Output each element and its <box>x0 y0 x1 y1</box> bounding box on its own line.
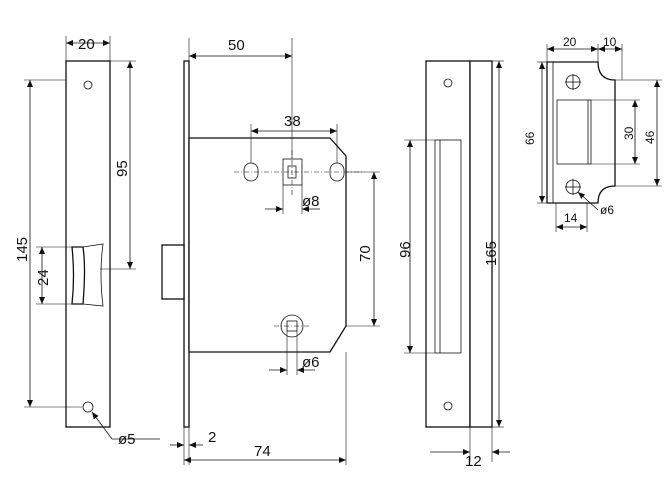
keeper-lip-label: 10 <box>603 35 617 49</box>
slot-spacing-label: 38 <box>284 113 301 130</box>
strike-bottom-hole <box>443 401 453 411</box>
strike-slot-label: 96 <box>397 241 414 258</box>
keeper-overall-label: 46 <box>643 130 657 144</box>
faceplate-height-label: 145 <box>14 237 31 262</box>
strike-body-side <box>469 60 493 428</box>
faceplate-bottom-hole <box>82 401 94 413</box>
backset-label: 50 <box>228 37 245 54</box>
spindle-square <box>282 158 303 186</box>
strike-plate-view: 96 165 12 <box>397 60 510 470</box>
lock-body-view: 50 38 ø8 70 ø6 2 74 <box>161 37 380 465</box>
centres-label: 70 <box>357 245 374 262</box>
keeper-opening-label: 30 <box>622 126 636 140</box>
keeper-hole-dia-label: ø6 <box>600 203 614 217</box>
latch-tongue-face <box>82 243 104 307</box>
faceplate-hole-dia-label: ø5 <box>118 431 136 448</box>
keeper-height-label: 66 <box>523 131 537 145</box>
strike-thickness-label: 12 <box>465 453 482 470</box>
case-depth-label: 74 <box>254 443 271 460</box>
strike-top-hole <box>443 78 453 88</box>
keeper-hole-spacing-label: 14 <box>564 211 578 225</box>
faceplate-top-hole <box>83 80 93 90</box>
latch-stub <box>161 244 185 300</box>
spindle-dia-label: ø8 <box>302 193 320 210</box>
handle-height-label: 24 <box>35 269 52 286</box>
faceplate-view: 20 95 145 24 ø5 <box>14 36 160 448</box>
keeper-opening <box>556 99 592 165</box>
lock-case <box>188 137 347 353</box>
cylinder-dia-label: ø6 <box>302 354 320 371</box>
faceplate-hole-offset-label: 95 <box>114 160 131 177</box>
strike-slot <box>434 139 462 354</box>
keeper-view: 20 10 66 30 46 14 ø6 <box>523 35 662 232</box>
strike-height-label: 165 <box>483 241 500 266</box>
strike-plate-outline <box>425 60 471 428</box>
latch-tongue <box>71 246 86 305</box>
faceplate-width-label: 20 <box>78 36 95 53</box>
plate-thickness-label: 2 <box>208 429 216 446</box>
keeper-width-label: 20 <box>563 35 577 49</box>
front-plate <box>183 60 190 428</box>
